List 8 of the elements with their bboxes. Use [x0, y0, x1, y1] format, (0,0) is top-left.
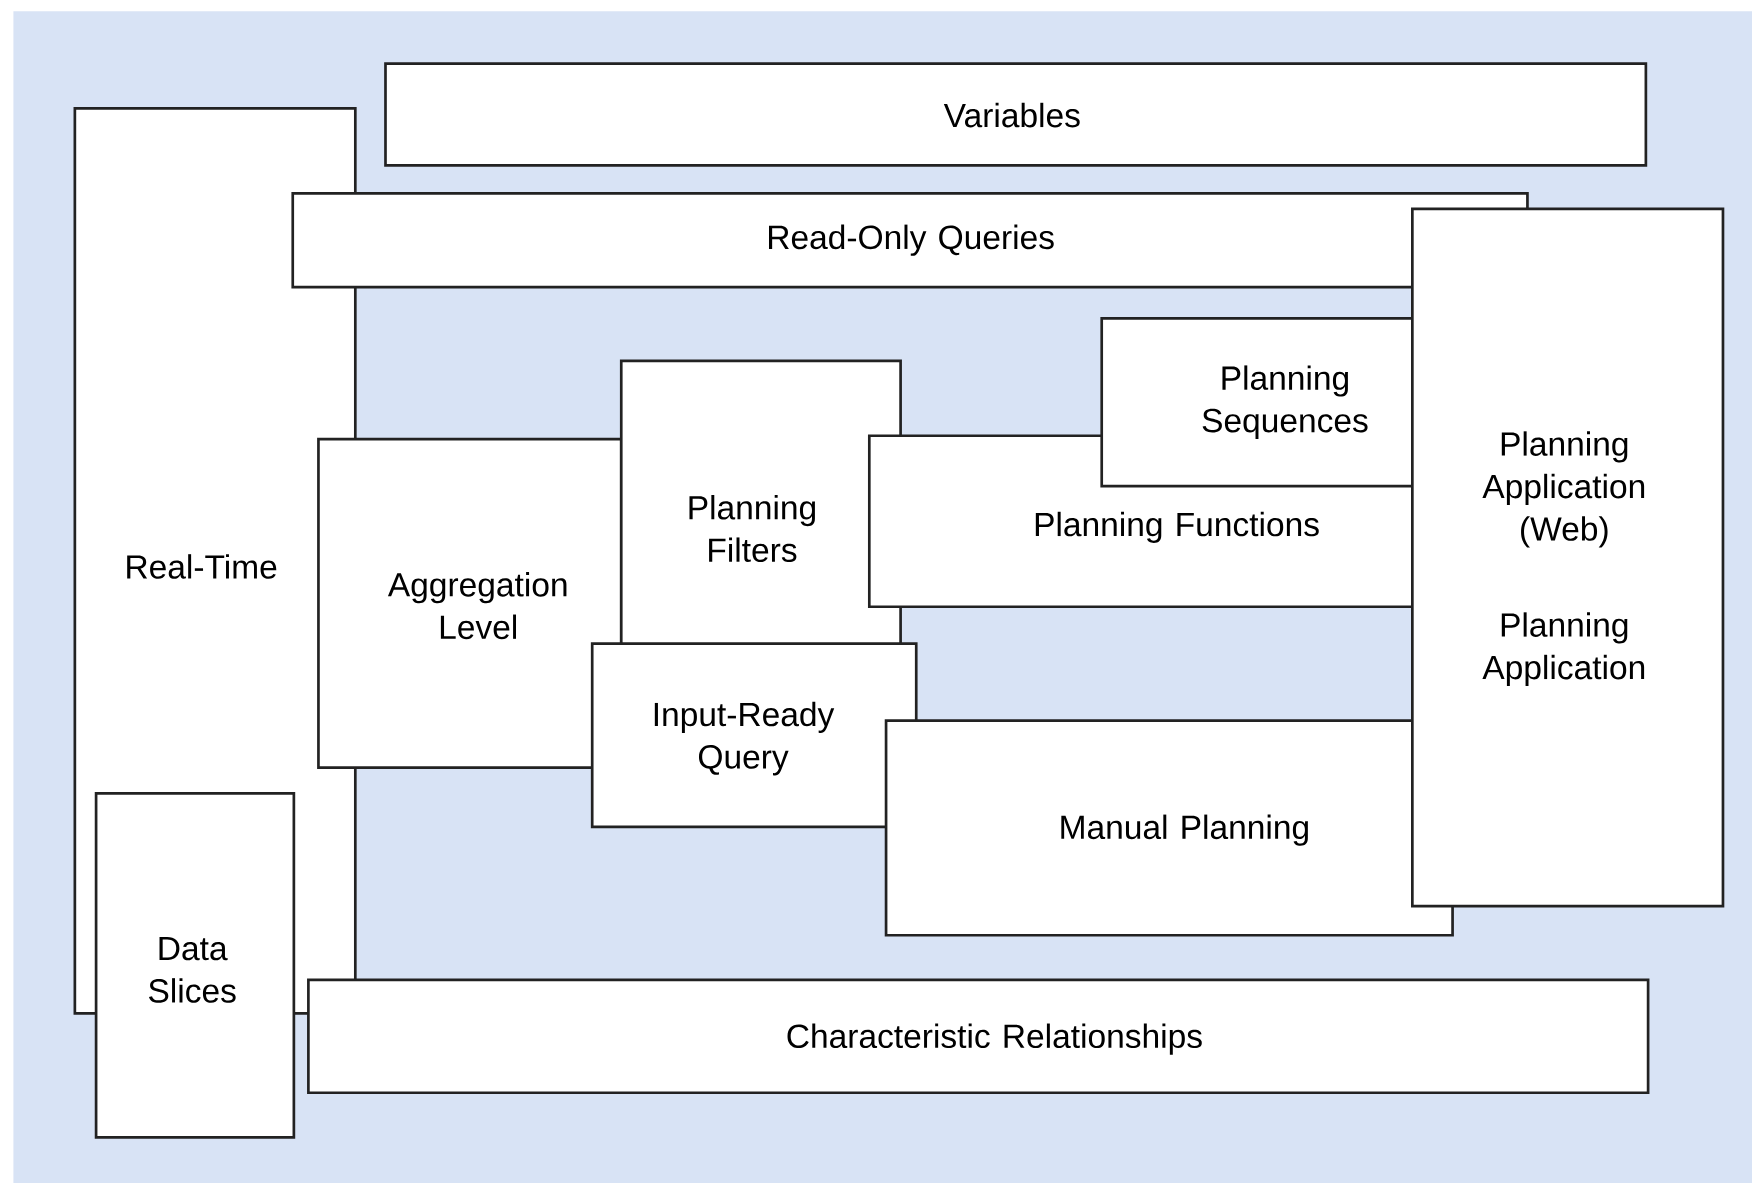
box: Planning Filters: [619, 359, 902, 646]
box: Input-Ready Query: [590, 642, 918, 829]
box: Variables: [384, 62, 1648, 167]
box: Aggregation Level: [317, 437, 623, 769]
box: Planning Sequences: [1100, 317, 1414, 488]
box: Characteristic Relationships: [307, 978, 1650, 1094]
box: Read-Only Queries: [291, 191, 1529, 289]
box: Data Slices: [94, 791, 296, 1139]
